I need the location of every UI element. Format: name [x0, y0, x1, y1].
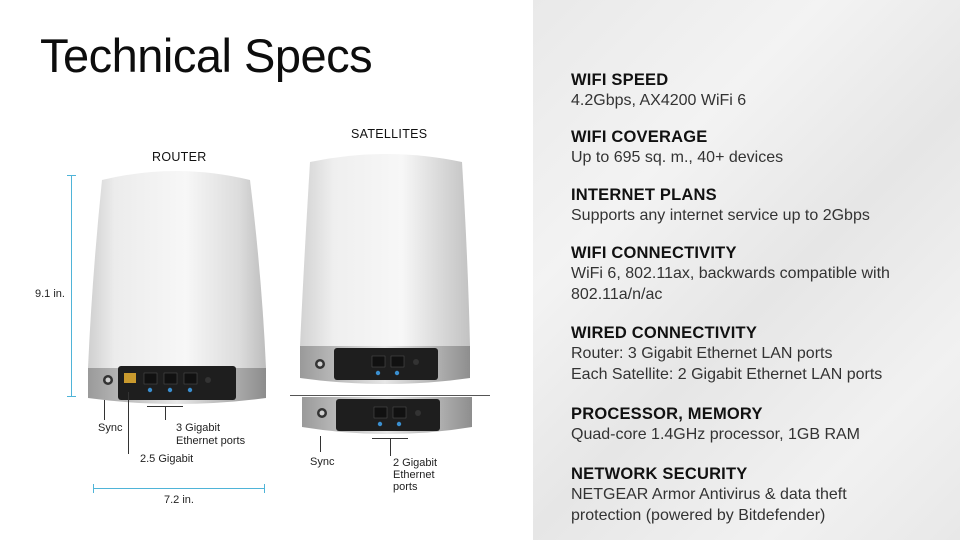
- spec-internet-plans: INTERNET PLANS Supports any internet ser…: [571, 185, 951, 226]
- height-dimension-cap-bottom: [67, 396, 76, 397]
- specs-panel: [533, 0, 960, 540]
- width-dimension-cap-right: [264, 484, 265, 493]
- spec-title: INTERNET PLANS: [571, 186, 717, 204]
- router-gigabit-label: 2.5 Gigabit: [140, 453, 194, 465]
- spec-value: WiFi 6, 802.11ax, backwards compatible w…: [571, 265, 890, 282]
- height-label: 9.1 in.: [35, 288, 65, 300]
- spec-value: Quad-core 1.4GHz processor, 1GB RAM: [571, 426, 860, 443]
- spec-value: 4.2Gbps, AX4200 WiFi 6: [571, 92, 747, 109]
- satellite-ports-label-line2: Ethernet: [393, 469, 435, 481]
- spec-value: Each Satellite: 2 Gigabit Ethernet LAN p…: [571, 366, 883, 383]
- spec-title: PROCESSOR, MEMORY: [571, 405, 763, 423]
- satellite-sync-pointer: [320, 436, 321, 452]
- height-dimension-cap-top: [67, 175, 76, 176]
- spec-value: Up to 695 sq. m., 40+ devices: [571, 149, 784, 166]
- spec-title: WIFI CONNECTIVITY: [571, 244, 737, 262]
- router-illustration: [88, 171, 266, 404]
- spec-title: NETWORK SECURITY: [571, 465, 748, 483]
- width-dimension-cap-left: [93, 484, 94, 493]
- router-ports-label-line2: Ethernet ports: [176, 435, 246, 447]
- spec-wifi-speed: WIFI SPEED 4.2Gbps, AX4200 WiFi 6: [571, 70, 951, 111]
- satellite-ports-pointer: [390, 438, 391, 456]
- router-ports-pointer: [165, 406, 166, 420]
- spec-title: WIRED CONNECTIVITY: [571, 324, 758, 342]
- page-title: Technical Specs: [40, 29, 373, 82]
- router-header: ROUTER: [152, 150, 207, 164]
- satellite-sync-label: Sync: [310, 456, 335, 468]
- spec-value: protection (powered by Bitdefender): [571, 507, 826, 524]
- width-dimension-line: [93, 488, 265, 489]
- spec-wifi-coverage: WIFI COVERAGE Up to 695 sq. m., 40+ devi…: [571, 127, 951, 168]
- satellite-ports-label-line1: 2 Gigabit: [393, 457, 438, 469]
- spec-title: WIFI SPEED: [571, 71, 669, 89]
- spec-network-security: NETWORK SECURITY NETGEAR Armor Antivirus…: [571, 464, 951, 526]
- spec-wifi-connectivity: WIFI CONNECTIVITY WiFi 6, 802.11ax, back…: [571, 243, 951, 305]
- satellite-detail-divider: [290, 395, 490, 396]
- height-dimension-line: [71, 175, 72, 397]
- spec-processor-memory: PROCESSOR, MEMORY Quad-core 1.4GHz proce…: [571, 404, 951, 445]
- router-ports-label-line1: 3 Gigabit: [176, 422, 221, 434]
- router-gigabit-pointer: [128, 392, 129, 454]
- router-sync-pointer: [104, 400, 105, 420]
- spec-value: Router: 3 Gigabit Ethernet LAN ports: [571, 345, 833, 362]
- width-label: 7.2 in.: [164, 494, 194, 506]
- spec-value: 802.11a/n/ac: [571, 286, 663, 303]
- satellite-illustration: [300, 154, 470, 384]
- satellites-header: SATELLITES: [351, 127, 428, 141]
- spec-value: NETGEAR Armor Antivirus & data theft: [571, 486, 847, 503]
- spec-title: WIFI COVERAGE: [571, 128, 708, 146]
- spec-value: Supports any internet service up to 2Gbp…: [571, 207, 870, 224]
- router-sync-label: Sync: [98, 422, 123, 434]
- spec-wired-connectivity: WIRED CONNECTIVITY Router: 3 Gigabit Eth…: [571, 323, 951, 385]
- satellite-ports-label-line3: ports: [393, 481, 418, 493]
- satellite-base-detail: [302, 397, 472, 434]
